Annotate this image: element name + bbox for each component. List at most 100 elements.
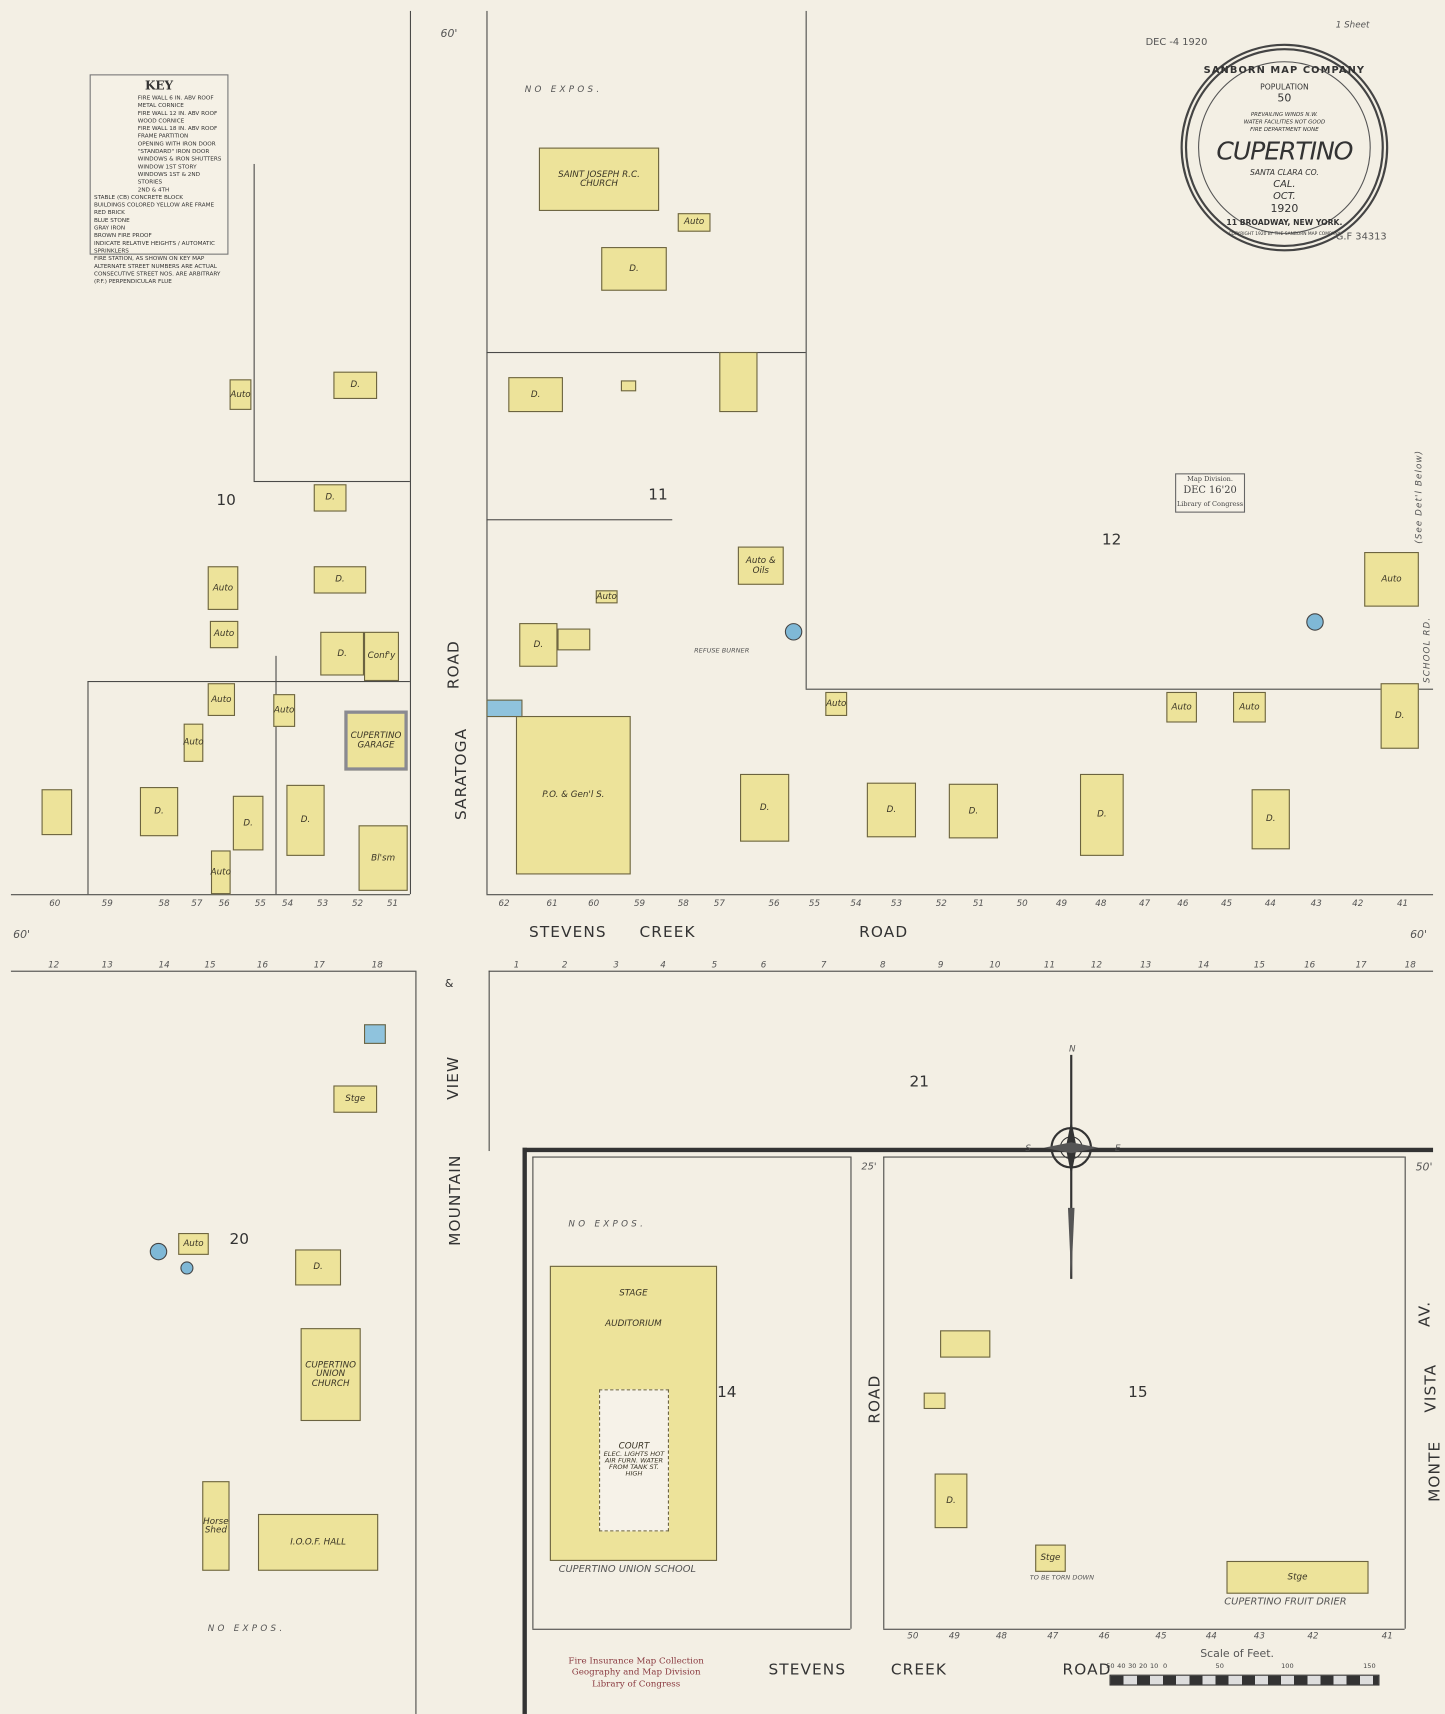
building-bl-sm: Bl'sm bbox=[358, 825, 408, 891]
key-legend-line: FIRE WALL 12 IN. ABV ROOF bbox=[137, 110, 218, 117]
company-name: SANBORN MAP COMPANY bbox=[1203, 65, 1366, 77]
building-d: D. bbox=[866, 782, 917, 838]
road-width: 60' bbox=[1410, 929, 1428, 942]
scale-tick-label: 50 bbox=[1215, 1662, 1224, 1671]
lot-number: 41 bbox=[1381, 1630, 1393, 1641]
lot-number: 48 bbox=[995, 1630, 1007, 1641]
street-ampersand: & bbox=[444, 978, 455, 991]
lot-number: 17 bbox=[313, 959, 325, 970]
scale-tick-label: 50 bbox=[1106, 1662, 1115, 1671]
building-d: D. bbox=[948, 783, 999, 839]
street-road-east: ROAD bbox=[866, 1374, 884, 1424]
lot-number: 10 bbox=[989, 959, 1001, 970]
key-legend-line: BLUE STONE bbox=[94, 217, 130, 225]
catalog-number: G.F 34313 bbox=[1335, 231, 1387, 243]
key-legend-line: ALTERNATE STREET NUMBERS ARE ACTUAL bbox=[94, 263, 217, 271]
key-legend-line: 2ND & 4TH bbox=[137, 186, 170, 194]
street-av: AV. bbox=[1416, 1300, 1435, 1327]
building-d: D. bbox=[286, 784, 325, 856]
building-i-o-o-f-hall: I.O.O.F. HALL bbox=[257, 1513, 379, 1571]
lot-number: 56 bbox=[218, 898, 230, 909]
building-stge: Stge bbox=[1226, 1560, 1369, 1594]
key-legend-line: FRAME PARTITION bbox=[137, 133, 189, 140]
building-d: D. bbox=[313, 566, 367, 594]
building-d: D. bbox=[1251, 789, 1290, 850]
school-road-note: SCHOOL RD. bbox=[1421, 616, 1432, 683]
street-monte: MONTE bbox=[1426, 1440, 1444, 1502]
building-auto: Auto bbox=[273, 694, 296, 727]
building-conf-y: Conf'y bbox=[364, 631, 399, 682]
street-view: VIEW bbox=[445, 1055, 463, 1100]
key-legend-line: BUILDINGS COLORED YELLOW ARE FRAME bbox=[94, 202, 215, 209]
building-d: D. bbox=[320, 631, 365, 676]
building-d: D. bbox=[313, 484, 347, 512]
water-tank-icon bbox=[180, 1261, 194, 1275]
block-number: 20 bbox=[229, 1230, 250, 1249]
compass-rose-icon bbox=[1043, 1054, 1099, 1279]
fire-department: FIRE DEPARTMENT NONE bbox=[1250, 126, 1319, 134]
building-horse-shed: Horse Shed bbox=[202, 1481, 230, 1571]
street-saratoga-road: ROAD bbox=[445, 640, 463, 690]
key-legend-line: FIRE WALL 6 IN. ABV ROOF bbox=[137, 94, 214, 102]
month: OCT. bbox=[1273, 191, 1296, 203]
lot-number: 60 bbox=[588, 898, 600, 909]
lot-number: 14 bbox=[158, 959, 170, 970]
lot-number: 7 bbox=[820, 959, 827, 970]
building-d: D. bbox=[333, 371, 378, 399]
refuse-burner-note: REFUSE BURNER bbox=[694, 647, 750, 655]
street-road: ROAD bbox=[859, 923, 909, 942]
lot-number: 45 bbox=[1220, 898, 1233, 909]
street-mountain: MOUNTAIN bbox=[446, 1154, 465, 1246]
scale-tick-label: 150 bbox=[1363, 1662, 1376, 1671]
building-auto: Auto bbox=[178, 1233, 209, 1255]
key-legend-line: WINDOWS 1ST & 2ND STORIES bbox=[137, 171, 201, 186]
collection-stamp: Fire Insurance Map Collection Geography … bbox=[568, 1656, 703, 1690]
building-d: D. bbox=[1380, 683, 1419, 749]
lot-number: 47 bbox=[1139, 898, 1151, 909]
title-cartouche: SANBORN MAP COMPANY POPULATION 50 PREVAI… bbox=[1180, 43, 1389, 252]
lot-number: 51 bbox=[386, 898, 399, 909]
key-legend-line: WOOD CORNICE bbox=[137, 117, 185, 125]
stamp-line: Fire Insurance Map Collection bbox=[568, 1656, 704, 1666]
block-number: 10 bbox=[216, 491, 236, 510]
lot-number: 42 bbox=[1307, 1630, 1319, 1641]
street-creek: CREEK bbox=[639, 923, 696, 942]
lot-number: 5 bbox=[711, 959, 718, 970]
lot-number: 49 bbox=[1055, 898, 1068, 909]
state: CAL. bbox=[1273, 179, 1296, 191]
lot-number: 13 bbox=[1140, 959, 1152, 970]
lot-number: 53 bbox=[316, 898, 329, 909]
lot-number: 2 bbox=[561, 959, 568, 970]
compass-e: E bbox=[1114, 1143, 1121, 1154]
lot-number: 9 bbox=[937, 959, 944, 970]
lot-number: 17 bbox=[1355, 959, 1367, 970]
water-facilities: WATER FACILITIES NOT GOOD bbox=[1243, 119, 1326, 126]
lot-number: 45 bbox=[1155, 1630, 1167, 1641]
building bbox=[557, 628, 591, 651]
key-legend-line: RED BRICK bbox=[94, 209, 125, 217]
court-label: COURT bbox=[618, 1440, 650, 1451]
lot-number: 18 bbox=[371, 959, 383, 970]
building-auto: Auto bbox=[211, 850, 231, 895]
building-p-o-gen-l-s: P.O. & Gen'l S. bbox=[515, 715, 631, 875]
key-legend-line: FIRE WALL 18 IN. ABV ROOF bbox=[137, 125, 218, 133]
building-auto: Auto bbox=[1166, 691, 1197, 723]
lot-number: 52 bbox=[351, 898, 364, 909]
key-title: KEY bbox=[144, 78, 174, 93]
lot-number: 43 bbox=[1310, 898, 1322, 909]
auditorium-label: AUDITORIUM bbox=[605, 1318, 662, 1329]
compass-n: N bbox=[1069, 1043, 1076, 1054]
lot-number: 12 bbox=[48, 959, 60, 970]
lot-number: 14 bbox=[1198, 959, 1210, 970]
copyright: COPYRIGHT 1920 BY THE SANBORN MAP COMPAN… bbox=[1228, 230, 1341, 237]
key-legend-line: "STANDARD" IRON DOOR bbox=[137, 148, 210, 156]
map-division-stamp: Map Division. DEC 16'20 Library of Congr… bbox=[1175, 473, 1246, 513]
no-exposure-note: NO EXPOS. bbox=[524, 84, 603, 95]
lot-number: 59 bbox=[101, 898, 113, 909]
lot-number: 44 bbox=[1264, 898, 1276, 909]
key-legend-line: WINDOWS & IRON SHUTTERS bbox=[137, 156, 222, 163]
scale-tick-label: 20 bbox=[1139, 1662, 1148, 1671]
street-road-bottom: ROAD bbox=[1062, 1661, 1112, 1680]
